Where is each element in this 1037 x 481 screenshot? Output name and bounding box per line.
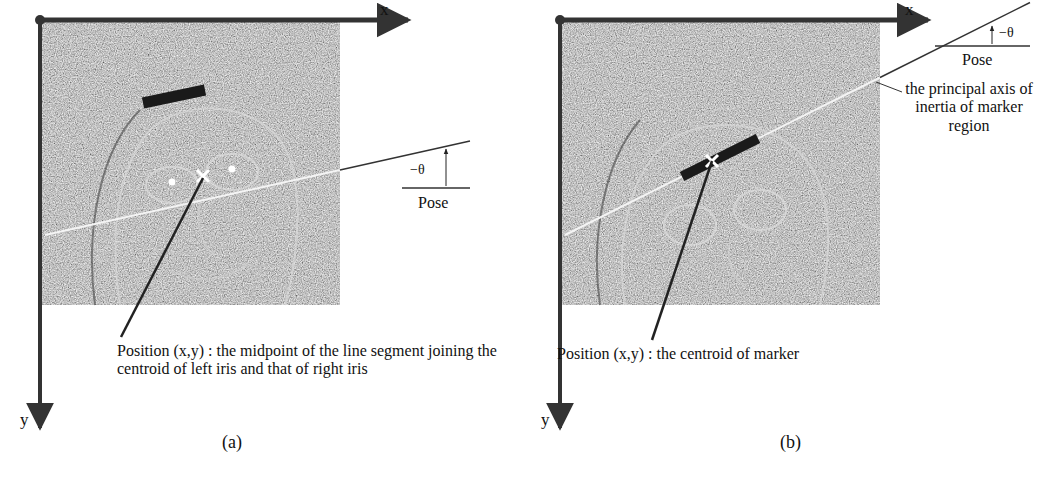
eye-line <box>45 170 340 235</box>
axis-label: x <box>380 0 389 20</box>
y-axis <box>38 20 42 428</box>
x-axis <box>38 18 408 23</box>
axis-label: y <box>541 410 550 430</box>
angle-arrow <box>446 149 447 186</box>
leader-line <box>652 161 712 340</box>
pose-reference <box>402 187 470 189</box>
leader-line <box>121 178 203 337</box>
marker-bar <box>682 139 758 177</box>
angle-arrow <box>992 26 993 44</box>
angle-label: −θ <box>410 162 425 178</box>
face-image-b <box>560 20 880 305</box>
y-axis <box>558 20 562 428</box>
x-axis <box>558 18 928 23</box>
pose-label: Pose <box>418 194 448 212</box>
pose-reference <box>935 45 1030 47</box>
axis-label: x <box>905 0 914 20</box>
angle-label: −θ <box>999 25 1014 41</box>
face-image-a <box>40 20 340 305</box>
panel-label: (b) <box>780 432 801 453</box>
annotation: Position (x,y) : the centroid of marker <box>557 345 887 363</box>
annotation: Position (x,y) : the midpoint of the lin… <box>117 342 497 379</box>
pose-line <box>340 141 470 170</box>
panel-label: (a) <box>222 432 242 453</box>
annotation: the principal axis of inertia of marker … <box>905 80 1033 135</box>
principal-axis <box>565 78 880 236</box>
pose-label: Pose <box>962 51 992 69</box>
axis-label: y <box>20 410 29 430</box>
pose-line <box>880 3 1030 78</box>
leader-line <box>876 82 902 92</box>
marker-bar <box>143 90 205 103</box>
